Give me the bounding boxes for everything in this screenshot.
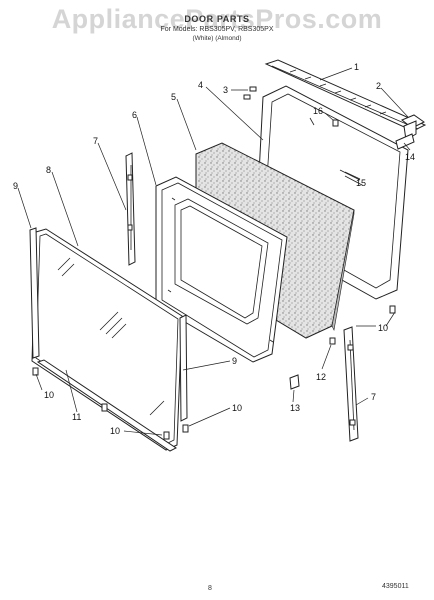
callout-10-upper-right: 10 — [378, 323, 388, 333]
outer-glass-part — [31, 228, 183, 451]
callout-8: 8 — [46, 165, 51, 175]
callout-7-upper: 7 — [93, 136, 98, 146]
diagram-colors: (White) (Almond) — [192, 35, 242, 42]
page-number: 8 — [208, 585, 212, 592]
diagram-title: DOOR PARTS — [184, 14, 250, 24]
leader-lines — [17, 67, 411, 436]
door-side-bracket-left-part — [125, 152, 136, 266]
callout-3: 3 — [223, 85, 228, 95]
callout-6: 6 — [132, 110, 137, 120]
top-screws — [243, 86, 257, 100]
liner-screw-part — [332, 119, 339, 127]
end-cap-part — [401, 114, 425, 141]
callout-2: 2 — [376, 81, 381, 91]
callout-10-right: 10 — [232, 403, 242, 413]
bracket-screw-part — [329, 337, 336, 345]
vent-trim-part — [264, 59, 427, 132]
door-clip-part — [289, 374, 300, 390]
callout-5: 5 — [171, 92, 176, 102]
callout-16: 16 — [313, 106, 323, 116]
callout-labels: 1 2 3 4 5 6 7 8 9 9 10 11 10 10 10 12 13… — [13, 62, 415, 436]
trim-screws — [32, 305, 396, 440]
door-side-bracket-right-part — [343, 326, 359, 442]
callout-10-bottom: 10 — [110, 426, 120, 436]
callout-9-left: 9 — [13, 181, 18, 191]
hinge-bracket-part — [395, 133, 415, 150]
callout-14: 14 — [405, 152, 415, 162]
document-code: 4395011 — [382, 583, 409, 590]
glass-reflection-marks — [57, 257, 165, 416]
glass-side-trim-left-part — [29, 227, 40, 359]
callout-7-lower: 7 — [371, 392, 376, 402]
callout-11: 11 — [72, 412, 81, 422]
callout-15: 15 — [356, 178, 366, 188]
vent-slots — [289, 69, 387, 115]
callout-10-left: 10 — [44, 390, 54, 400]
callout-12: 12 — [316, 372, 326, 382]
glass-side-trim-right-part — [179, 314, 188, 422]
callout-13: 13 — [290, 403, 300, 413]
watermark-text: AppliancePartsPros.com — [51, 4, 383, 34]
callout-4: 4 — [198, 80, 203, 90]
callout-1: 1 — [354, 62, 359, 72]
diagram-models: For Models: RBS305PV, RBS305PX — [160, 26, 274, 33]
callout-9-right: 9 — [232, 356, 237, 366]
